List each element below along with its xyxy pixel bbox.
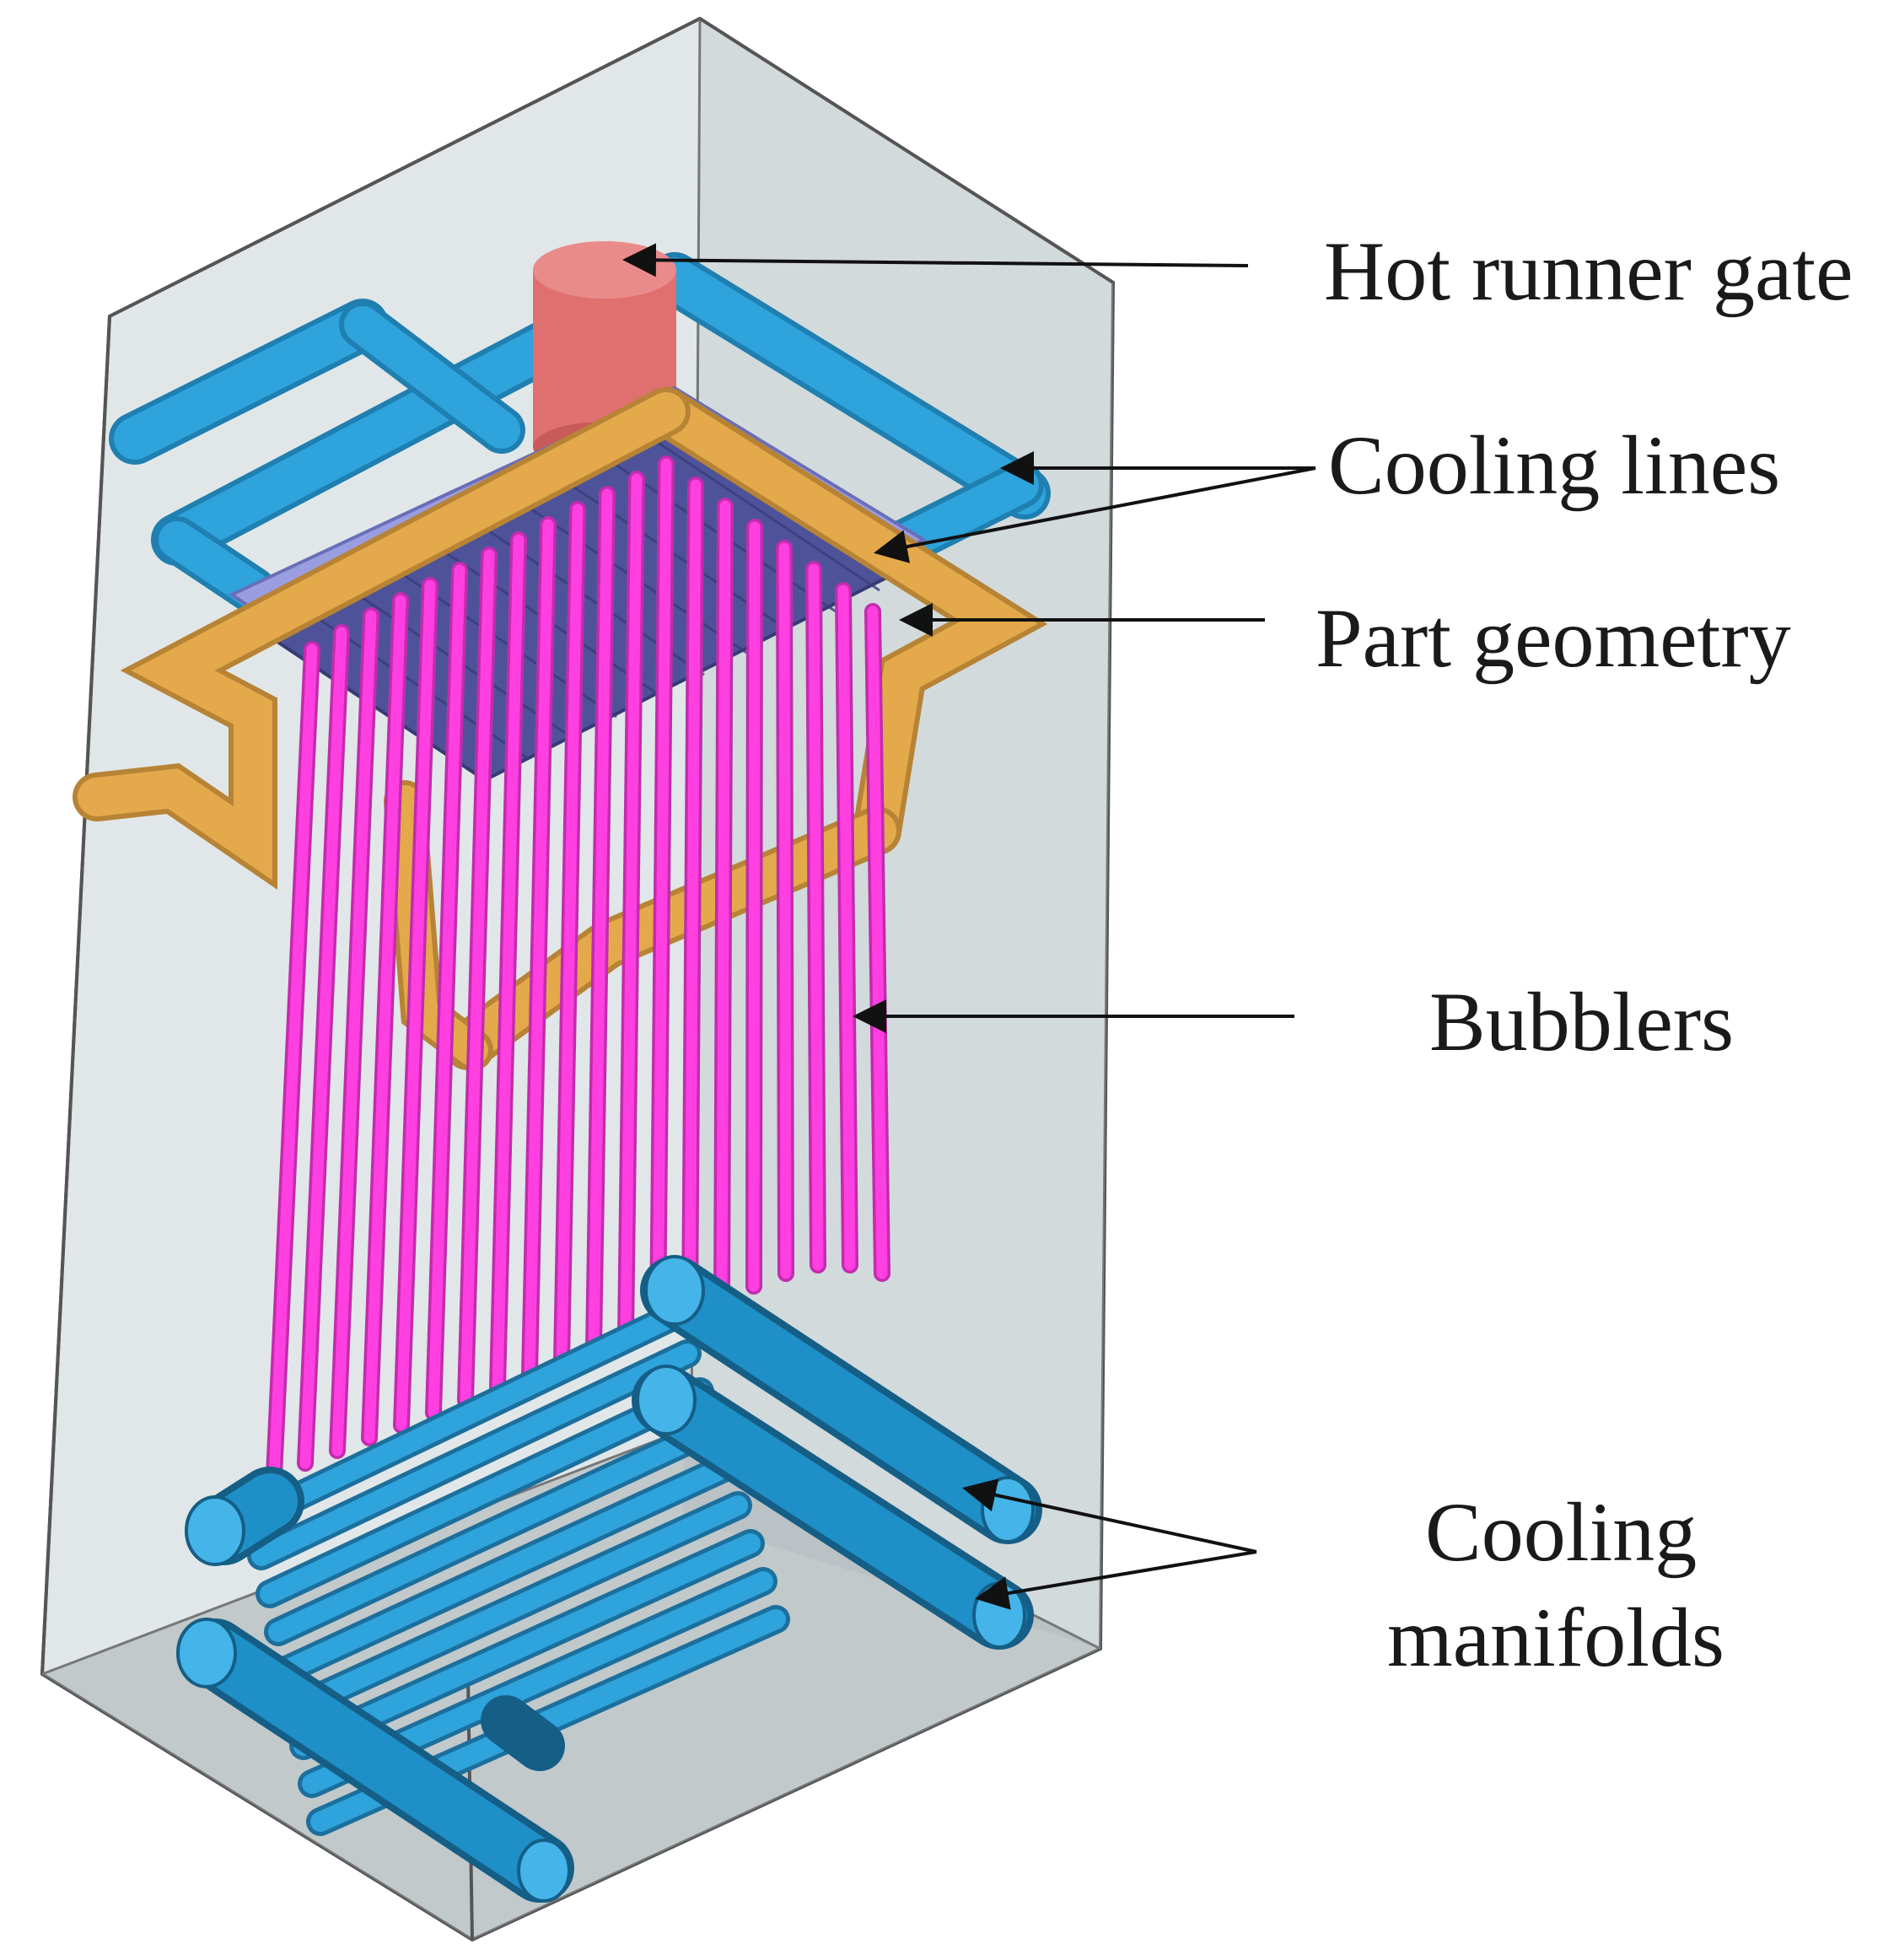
bubblers xyxy=(266,455,890,1484)
cooling-lines-top xyxy=(109,252,1051,614)
label-bubblers: Bubblers xyxy=(1429,975,1734,1069)
cooling-manifolds xyxy=(239,1301,790,1836)
mold-box-edge xyxy=(109,17,701,318)
label-part-geometry: Part geometry xyxy=(1315,591,1791,685)
label-cooling-lines: Cooling lines xyxy=(1328,418,1780,512)
manifold-pipes xyxy=(180,1256,1042,1903)
label-cooling-manifolds-line1: Cooling xyxy=(1425,1485,1697,1579)
arrow-manifold-1 xyxy=(962,1478,1257,1553)
label-hot-runner-gate: Hot runner gate xyxy=(1324,224,1853,318)
mold-box-edge xyxy=(698,17,1115,284)
callout-arrows xyxy=(622,243,1316,1610)
arrow-cooling-lines-2 xyxy=(874,466,1316,563)
arrow-manifold-2 xyxy=(975,1550,1257,1610)
manifold-pipe-ends xyxy=(176,1255,1035,1903)
arrow-hot-runner-gate xyxy=(622,243,1249,277)
mold-box-edge xyxy=(40,315,111,1675)
mold-box-bottom-face xyxy=(42,1434,1100,1940)
label-cooling-manifolds-line2: manifolds xyxy=(1387,1591,1724,1684)
